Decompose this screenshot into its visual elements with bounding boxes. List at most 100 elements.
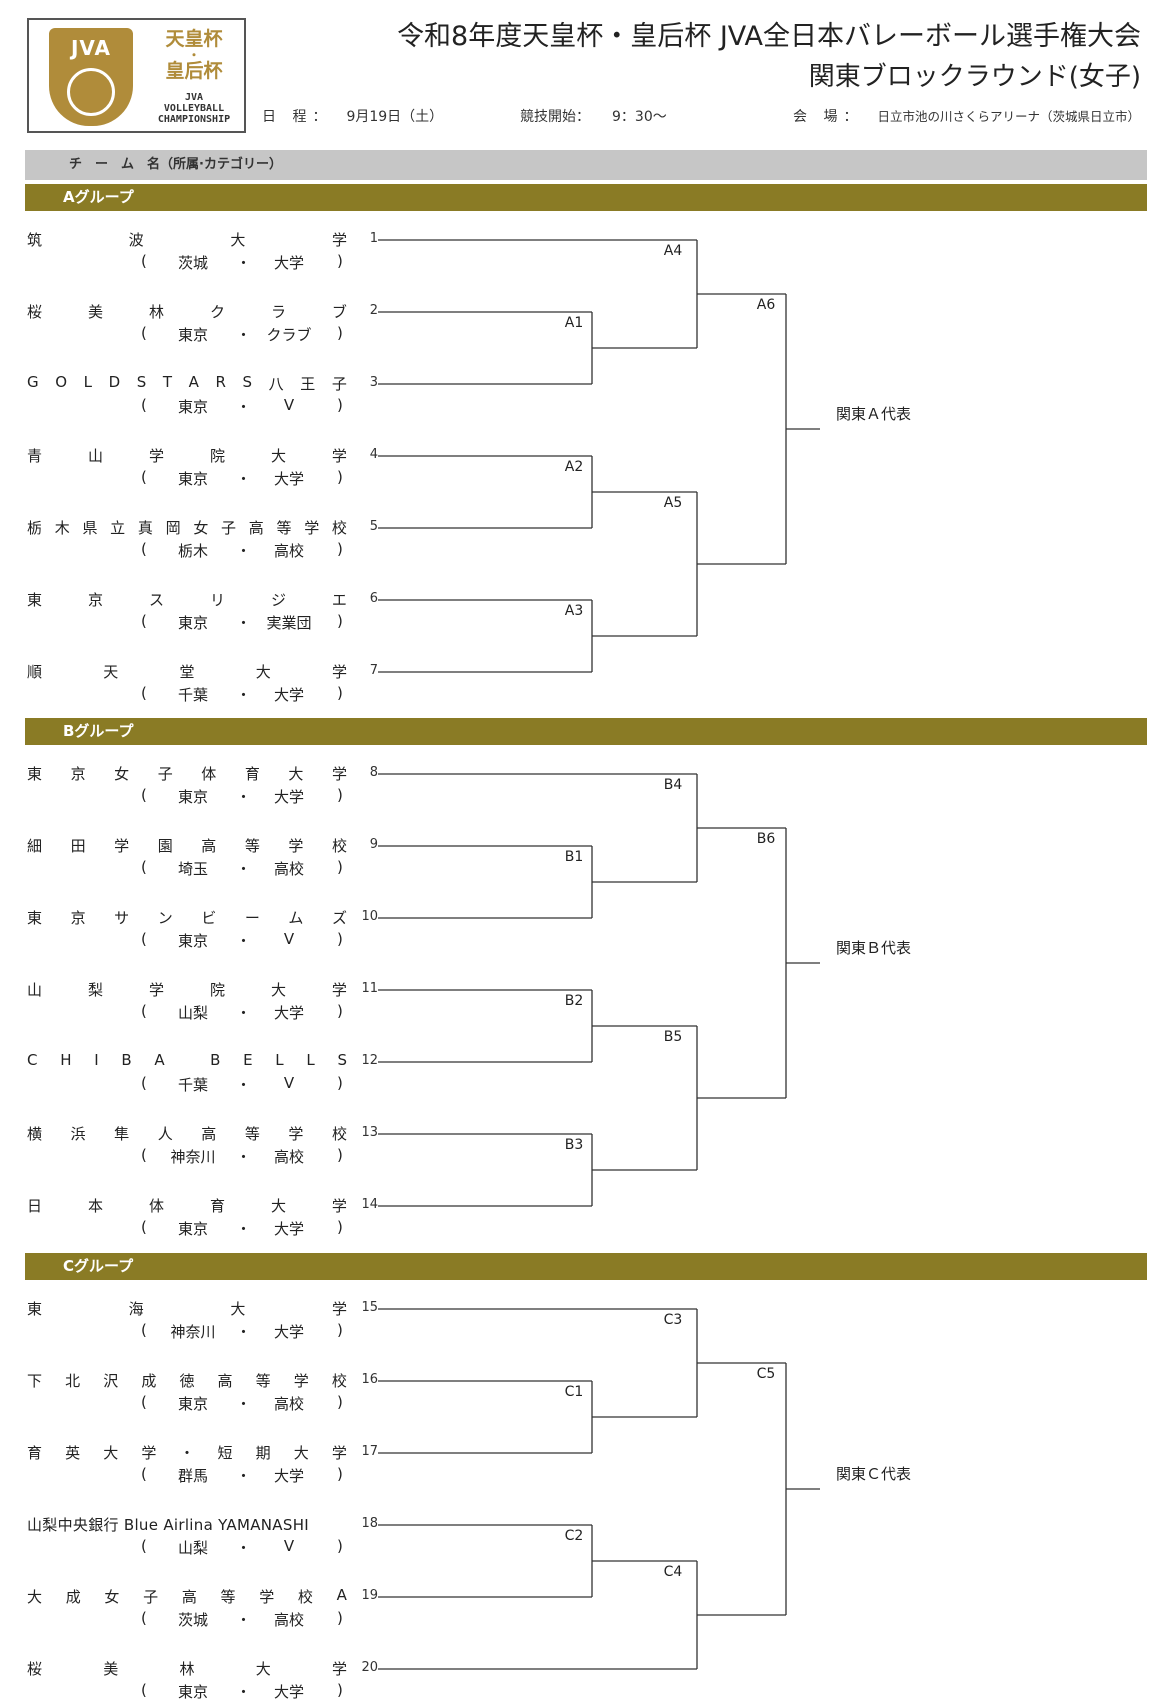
team-name-char: 京 [70,765,86,783]
team-name-char: C [27,1051,38,1069]
schedule-info: 日 程： 9月19日（土） [262,106,443,126]
team-name-char: 女 [104,1588,120,1606]
team-affiliation: (神奈川・大学) [141,1321,347,1341]
separator-dot: ・ [236,1395,252,1413]
separator-dot: ・ [236,788,252,806]
team-name-char: 成 [141,1372,157,1390]
team-name-char: 東 [27,765,43,783]
match-label: B6 [757,831,776,847]
team-number: 9 [369,837,378,852]
team-affiliation: (山梨・V) [141,1537,347,1557]
team-name-char: 横 [27,1125,43,1143]
team-name-char: 大 [270,1197,286,1215]
team-name-char: 学 [331,765,347,783]
team-name-char: 徳 [179,1372,195,1390]
close-paren: ) [337,468,343,486]
start-value: 9：30〜 [612,109,667,125]
team-number: 5 [369,519,378,534]
team-name-char: エ [331,591,347,609]
team-name-char: 学 [288,1125,304,1143]
team-category: 高校 [273,1611,304,1629]
team-number: 13 [361,1125,378,1140]
team-name-char: 高 [217,1372,233,1390]
team-name-char: 沢 [103,1372,119,1390]
team-name-char: 高 [248,519,264,537]
team-category: 大学 [273,1323,304,1341]
close-paren: ) [337,396,343,414]
separator-dot: ・ [236,470,252,488]
team-name-char: 大 [270,447,286,465]
team-name: 筑波大学 [27,229,347,250]
team-category: 大学 [273,788,304,806]
team-name-char: 下 [27,1372,43,1390]
team-name-char: 英 [65,1444,81,1462]
team-name-char: 美 [103,1660,119,1678]
team-name-char: 美 [87,303,103,321]
team-name-char: リ [209,591,225,609]
match-label: C2 [565,1528,584,1544]
open-paren: ( [141,786,147,804]
team-name-char: 東 [27,909,43,927]
match-label: A6 [757,297,776,313]
team-affiliation: (千葉・大学) [141,684,347,704]
match-label: C1 [565,1384,584,1400]
champ-line1: JVA [184,92,204,103]
separator-dot: ・ [236,1148,252,1166]
team-prefecture: 東京 [177,788,208,806]
close-paren: ) [337,1681,343,1699]
close-paren: ) [337,1537,343,1555]
team-name-char: I [94,1051,99,1069]
team-name-char: H [60,1051,72,1069]
team-prefecture: 山梨 [177,1539,208,1557]
close-paren: ) [337,684,343,702]
team-name-char: ・ [179,1444,195,1462]
team-name-char: 院 [209,447,225,465]
separator-dot: ・ [236,1220,252,1238]
team-name: 順天堂大学 [27,661,347,682]
schedule-label: 日 程： [262,109,333,125]
separator-dot: ・ [236,254,252,272]
team-prefecture: 東京 [177,470,208,488]
cup-line1: 天皇杯 [165,28,223,50]
team-name-char: L [306,1051,315,1069]
team-name-char: 京 [70,909,86,927]
team-affiliation: (山梨・大学) [141,1002,347,1022]
team-name-char: 校 [297,1588,313,1606]
team-name-char: 学 [331,663,347,681]
open-paren: ( [141,324,147,342]
team-name-char: 東 [27,1300,43,1318]
team-name-char: 立 [110,519,126,537]
open-paren: ( [141,1074,147,1092]
team-prefecture: 東京 [177,326,208,344]
separator-dot: ・ [236,1467,252,1485]
separator-dot: ・ [236,1683,252,1701]
team-prefecture: 神奈川 [170,1323,216,1341]
team-affiliation: (東京・大学) [141,1681,347,1701]
team-affiliation: (栃木・高校) [141,540,347,560]
match-label: B2 [565,993,584,1009]
schedule-value: 9月19日（土） [346,109,444,125]
team-name-char: S [136,373,147,391]
team-name-char: ク [209,303,225,321]
team-name-char: 細 [27,837,43,855]
team-affiliation: (東京・実業団) [141,612,347,632]
team-prefecture: 東京 [177,1395,208,1413]
team-affiliation: (東京・V) [141,396,347,416]
team-category: V [283,1537,295,1555]
start-info: 競技開始：9：30〜 [520,106,667,126]
team-number: 16 [361,1372,378,1387]
team-affiliation: (東京・大学) [141,1218,347,1238]
page-subtitle: 関東ブロックラウンド(女子) [808,62,1141,92]
team-number: 6 [369,591,378,606]
team-name-char: サ [114,909,130,927]
team-number: 14 [361,1197,378,1212]
team-name-char: 校 [331,1125,347,1143]
team-number: 1 [369,231,378,246]
venue-value: 日立市池の川さくらアリーナ（茨城県日立市） [877,109,1140,124]
team-name-char: 高 [201,1125,217,1143]
team-name: 細田学園高等学校 [27,835,347,856]
team-name-char: 期 [255,1444,271,1462]
